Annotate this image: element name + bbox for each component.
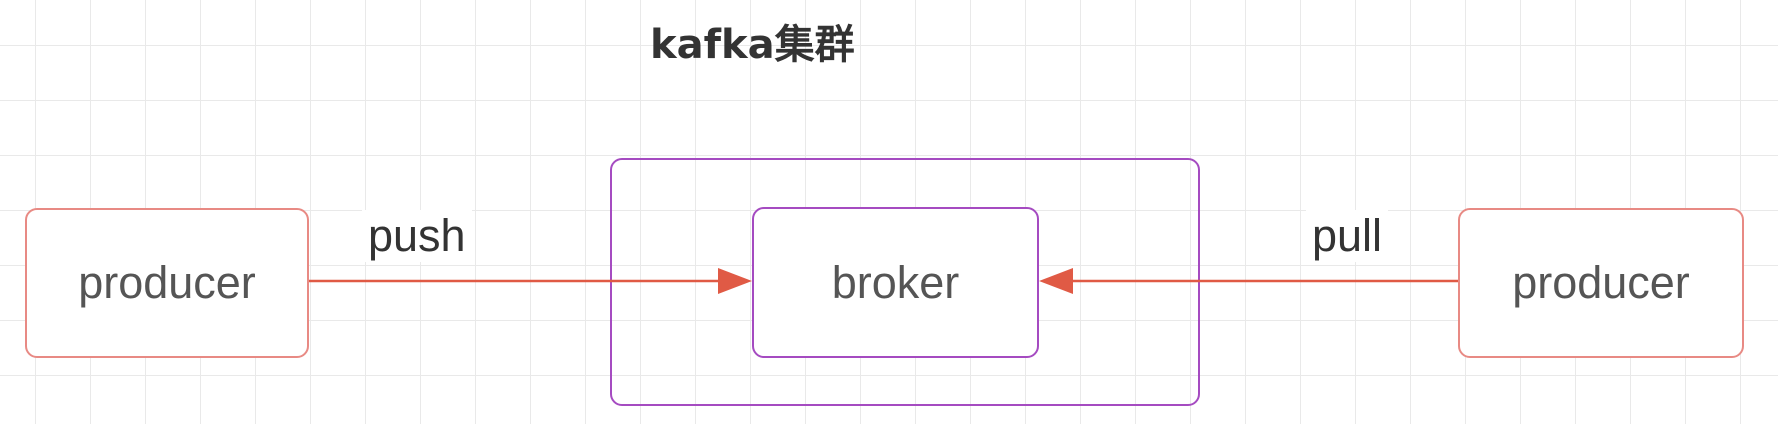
producer-left-node[interactable]: producer	[25, 208, 309, 358]
producer-right-label: producer	[1512, 257, 1690, 308]
producer-right-node[interactable]: producer	[1458, 208, 1744, 358]
broker-node[interactable]: broker	[752, 207, 1039, 358]
push-edge-label: push	[362, 210, 472, 262]
pull-edge-label: pull	[1306, 210, 1389, 262]
cluster-title: kafka集群	[650, 22, 855, 68]
producer-left-label: producer	[78, 257, 256, 308]
broker-label: broker	[831, 256, 960, 308]
